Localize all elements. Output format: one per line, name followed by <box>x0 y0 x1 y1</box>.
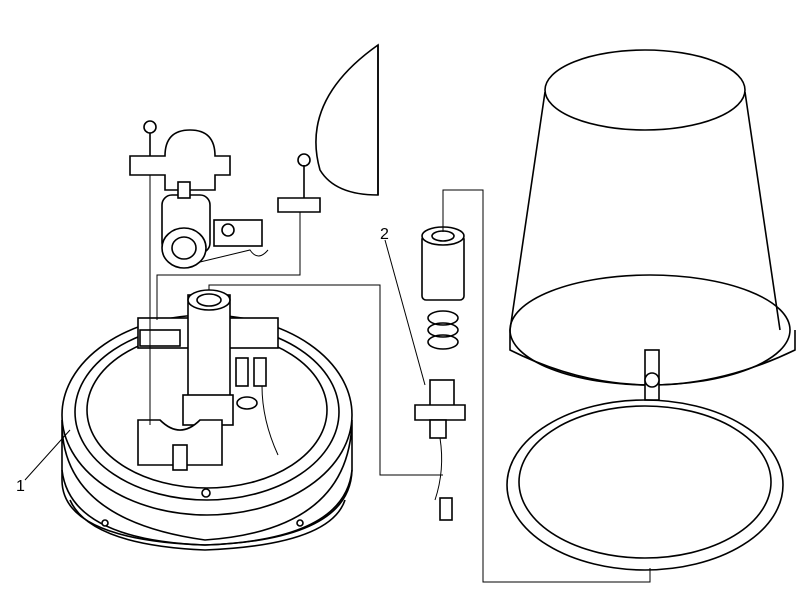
callout-1: 1 <box>16 478 25 495</box>
lamp-socket-assembly <box>414 226 466 521</box>
bulb-holder-assembly <box>137 289 279 471</box>
dome-cover <box>509 49 796 401</box>
callout-2: 2 <box>380 226 389 243</box>
reflector <box>277 43 379 213</box>
motor-assembly <box>129 120 269 269</box>
assembly-lines <box>24 175 651 583</box>
gasket-ring <box>506 399 784 571</box>
